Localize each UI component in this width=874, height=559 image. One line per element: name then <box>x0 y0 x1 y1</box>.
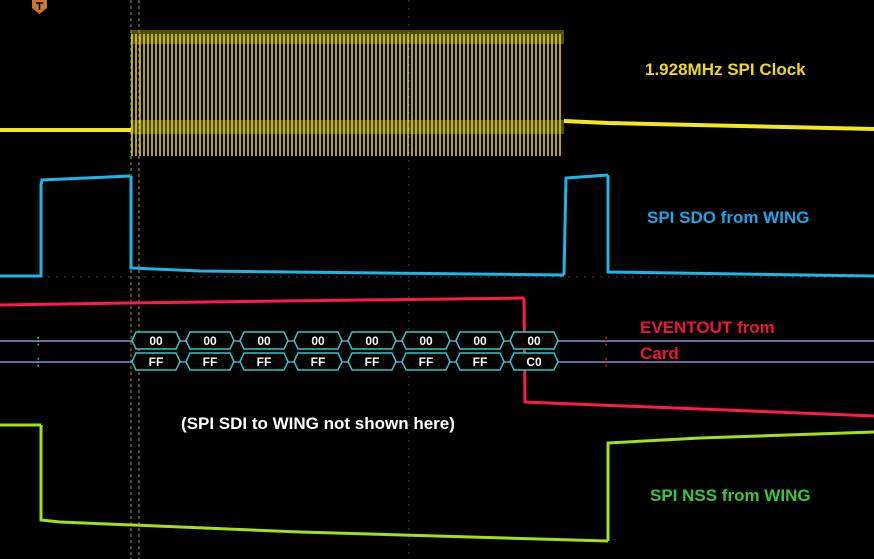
bus-byte-bottom-box <box>509 352 559 371</box>
bus-byte-bottom-value: FF <box>257 355 272 369</box>
bus-byte-top-value: 00 <box>203 334 217 348</box>
bus-byte-bottom-value: C0 <box>526 355 542 369</box>
clock-trace <box>0 30 874 156</box>
trigger-icon[interactable] <box>32 0 47 14</box>
bus-byte-top-box <box>239 331 289 350</box>
bus-byte-top-box <box>455 331 505 350</box>
bus-byte-bottom-box <box>401 352 451 371</box>
bus-byte-bottom-box <box>131 352 181 371</box>
bus-byte-bottom-box <box>347 352 397 371</box>
bus-edge-markers: ⁝ ⁝ ⁝ ⁝ <box>36 333 608 370</box>
bus-byte-bottom-value: FF <box>149 355 164 369</box>
bus-byte-top-box <box>509 331 559 350</box>
bus-byte-top-value: 00 <box>149 334 163 348</box>
bus-byte-top-box <box>293 331 343 350</box>
svg-text:⁝: ⁝ <box>36 354 40 370</box>
bus-byte-bottom-box <box>293 352 343 371</box>
sdo-label: SPI SDO from WING <box>647 208 810 227</box>
nss-trace <box>0 423 874 543</box>
bus-byte-top-box <box>347 331 397 350</box>
bus-byte-bottom-box <box>185 352 235 371</box>
bus-byte-bottom-value: FF <box>473 355 488 369</box>
bus-byte-top-value: 00 <box>257 334 271 348</box>
svg-text:⁝: ⁝ <box>36 333 40 349</box>
note-label: (SPI SDI to WING not shown here) <box>181 414 455 433</box>
eventout-label-line2: Card <box>640 344 679 363</box>
bus-byte-top-box <box>401 331 451 350</box>
clock-label: 1.928MHz SPI Clock <box>645 60 806 79</box>
eventout-label-line1: EVENTOUT from <box>640 318 775 337</box>
bus-decode-bottom-row: FF FF FF FF FF FF FF C0 <box>131 352 559 371</box>
bus-byte-bottom-value: FF <box>203 355 218 369</box>
nss-label: SPI NSS from WING <box>650 486 811 505</box>
bus-byte-bottom-value: FF <box>419 355 434 369</box>
bus-byte-top-value: 00 <box>527 334 541 348</box>
svg-text:⁝: ⁝ <box>604 354 608 370</box>
bus-byte-top-value: 00 <box>473 334 487 348</box>
bus-decode-top-row: 00 00 00 00 00 00 00 00 <box>131 331 559 350</box>
sdo-trace <box>0 173 874 278</box>
bus-byte-bottom-box <box>239 352 289 371</box>
bus-byte-top-value: 00 <box>311 334 325 348</box>
bus-byte-top-value: 00 <box>419 334 433 348</box>
bus-byte-top-box <box>131 331 181 350</box>
bus-byte-top-box <box>185 331 235 350</box>
eventout-label: EVENTOUT from Card <box>640 315 775 367</box>
bus-byte-top-value: 00 <box>365 334 379 348</box>
bus-byte-bottom-value: FF <box>365 355 380 369</box>
bus-byte-bottom-box <box>455 352 505 371</box>
svg-text:⁝: ⁝ <box>604 333 608 349</box>
bus-byte-bottom-value: FF <box>311 355 326 369</box>
